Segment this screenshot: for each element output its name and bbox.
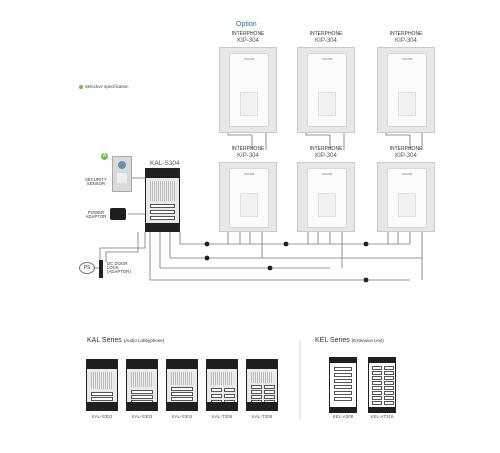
interphone-title: INTERPHONE: [309, 146, 343, 152]
ps-label: PS: [79, 262, 95, 274]
interphone-unit: KOCOM: [219, 162, 277, 232]
kal-model-label: KAL-T308: [251, 414, 273, 419]
interphone-unit: KOCOM: [297, 47, 355, 133]
interphone-model: KIP-304: [237, 38, 259, 44]
kal-series-subtitle: (Audio Lobbyphone): [123, 338, 165, 343]
security-sensor-label: SECURITY SENSOR: [85, 177, 107, 187]
kel-model-label: KEL-A306: [332, 414, 354, 419]
interphone-title: INTERPHONE: [231, 146, 265, 152]
selective-marker-icon: A: [101, 153, 108, 160]
door-lock-label: DC DOOR LOCK (ADAPTOR): [107, 261, 131, 275]
kal-s302-unit: [86, 359, 118, 411]
interphone-title: INTERPHONE: [231, 31, 265, 37]
interphone-model: KIP-304: [395, 38, 417, 44]
interphone-unit: KOCOM: [219, 47, 277, 133]
kel-a306-unit: [329, 357, 357, 413]
security-sensor-device: [112, 156, 132, 192]
interphone-model: KIP-304: [315, 38, 337, 44]
kel-series-name: KEL Series: [315, 337, 350, 344]
kel-series-subtitle: (Extension Unit): [351, 338, 384, 343]
main-unit-label: KAL-S304: [150, 160, 180, 167]
kal-model-label: KAL-T306: [211, 414, 233, 419]
kal-model-label: KAL-S302: [91, 414, 113, 419]
option-label: Option: [236, 21, 257, 28]
kal-series-title: KAL Series (Audio Lobbyphone): [87, 337, 164, 344]
kal-t306-unit: [206, 359, 238, 411]
interphone-model: KIP-304: [237, 153, 259, 159]
interphone-title: INTERPHONE: [389, 31, 423, 37]
interphone-title: INTERPHONE: [309, 31, 343, 37]
green-dot-icon: [79, 85, 83, 89]
kal-s304-unit: [166, 359, 198, 411]
kel-series-title: KEL Series (Extension Unit): [315, 337, 384, 344]
interphone-model: KIP-304: [395, 153, 417, 159]
kal-model-label: KAL-S303: [131, 414, 153, 419]
door-lock-device: [99, 260, 103, 278]
kel-at316-unit: [368, 357, 396, 413]
power-adaptor-label: POWER ADAPTOR: [85, 210, 107, 220]
kal-model-label: KAL-S304: [171, 414, 193, 419]
interphone-title: INTERPHONE: [389, 146, 423, 152]
interphone-unit: KOCOM: [297, 162, 355, 232]
main-lobbyphone: [145, 168, 180, 232]
kal-s303-unit: [126, 359, 158, 411]
interphone-model: KIP-304: [315, 153, 337, 159]
kel-model-label: KEL-AT316: [370, 414, 394, 419]
power-adaptor-device: [110, 208, 126, 220]
interphone-unit: KOCOM: [377, 162, 435, 232]
kal-series-name: KAL Series: [87, 337, 122, 344]
kal-t308-unit: [246, 359, 278, 411]
selective-note: Selective specification: [85, 84, 129, 89]
interphone-unit: KOCOM: [377, 47, 435, 133]
